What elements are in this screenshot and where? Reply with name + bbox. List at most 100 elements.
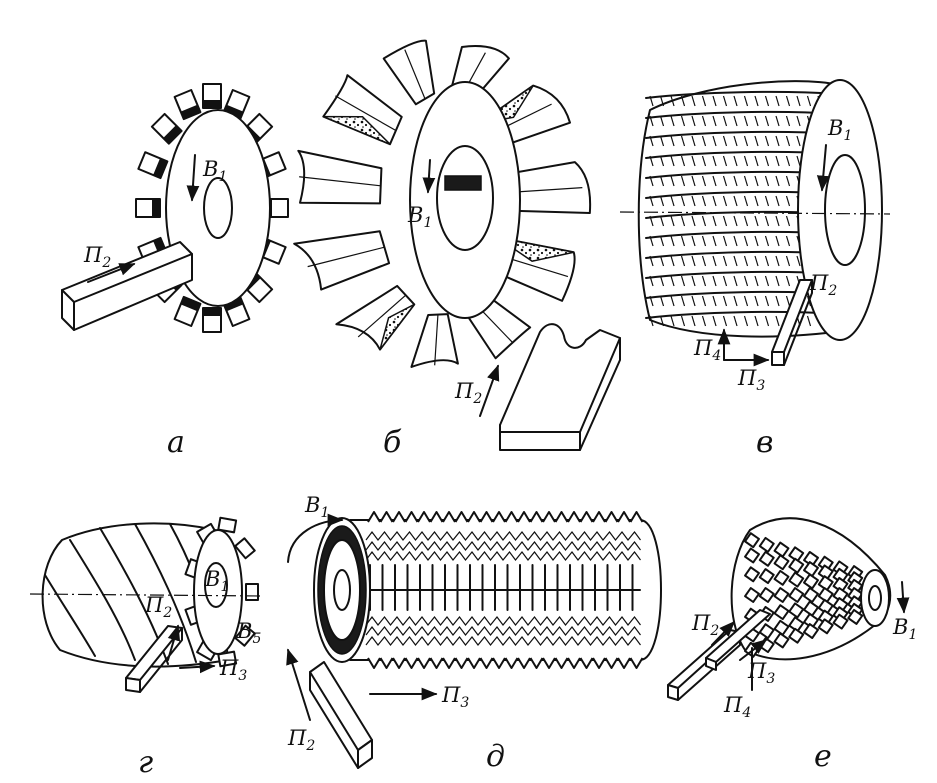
flute-tooth [649, 295, 654, 307]
flute-tooth [733, 155, 738, 167]
workpiece-bar [309, 661, 373, 769]
flute-tooth [712, 195, 717, 207]
cutter-tooth [803, 561, 819, 577]
tooth-edge [163, 125, 182, 144]
flute-tooth [743, 275, 749, 287]
hob-thread-bottom [617, 657, 631, 669]
flute-tooth [722, 275, 728, 287]
flute-tooth [670, 275, 675, 287]
flute-tooth [733, 215, 738, 227]
cutter-tooth [382, 39, 436, 106]
flute-tooth [659, 135, 665, 147]
flute-tooth [785, 275, 791, 287]
form-cutter-hub [409, 81, 521, 319]
flute-tooth [775, 115, 780, 127]
flute-tooth [722, 155, 728, 167]
flute-tooth [691, 315, 696, 327]
flute-tooth [764, 275, 770, 287]
flute-tooth [796, 135, 801, 147]
flute-tooth [680, 315, 686, 327]
flute-tooth [649, 195, 654, 207]
flute-tooth [670, 155, 675, 167]
hob-thread-bottom [429, 657, 444, 669]
tooth-edge [152, 199, 160, 217]
hob-thread-bottom [404, 657, 419, 669]
cutter-tooth [217, 650, 238, 668]
flute-tooth [670, 175, 675, 187]
tooth-edge [223, 104, 244, 120]
flute-tooth [670, 235, 675, 247]
feed-arrow-p3 [179, 660, 216, 674]
tooth-edge [153, 158, 168, 179]
caption-g: г [138, 745, 153, 780]
flute-tooth [712, 115, 717, 127]
cutter-tooth [788, 546, 805, 563]
label-feed-p2: П2 [287, 726, 315, 754]
hob-thread-top [504, 511, 519, 523]
tooth-edge [180, 104, 201, 120]
cutter-tooth [773, 619, 790, 636]
cutter-tooth [788, 557, 805, 574]
flute-tooth [712, 155, 717, 167]
flute-tooth [691, 275, 696, 287]
flute-tooth [649, 95, 654, 107]
flute-tooth [733, 295, 738, 307]
hob-thread-bottom [579, 657, 594, 669]
axis-line [29, 593, 263, 597]
label-feed-p3: П3 [441, 683, 469, 711]
cutter-tooth [788, 602, 805, 619]
flute-tooth [785, 115, 791, 127]
flute-tooth [764, 215, 770, 227]
cutter-tooth [788, 571, 805, 588]
flute-tooth [649, 175, 654, 187]
cutter-tooth [744, 587, 760, 603]
flute-tooth [701, 215, 707, 227]
rotation-arrow [186, 154, 200, 202]
flute-tooth [722, 115, 728, 127]
flute-tooth [712, 255, 717, 267]
cutter-tooth [217, 516, 238, 534]
cutter-tooth [335, 284, 416, 351]
flute-tooth [743, 95, 749, 107]
rotation-arrow [422, 159, 436, 194]
flute-tooth [722, 195, 728, 207]
cutter-tooth [788, 616, 805, 633]
flute-tooth [659, 115, 665, 127]
flute-tooth [659, 275, 665, 287]
label-rotation: В1 [892, 615, 917, 643]
flute-tooth [785, 195, 791, 207]
tooth-line [307, 246, 385, 268]
flute-tooth [785, 235, 791, 247]
tooth-line [404, 49, 426, 100]
hob-thread-top [479, 511, 494, 523]
cutter-tooth [234, 624, 256, 647]
cutter-tooth [817, 564, 834, 581]
flute-tooth [680, 95, 686, 107]
cutter-tooth [832, 613, 849, 630]
flute-tooth [712, 315, 717, 327]
flute-tooth [670, 315, 675, 327]
flute-tooth [691, 195, 696, 207]
hob-thread-bottom [542, 657, 556, 669]
hob-thread-bottom [417, 657, 431, 669]
flute-tooth [670, 215, 675, 227]
flute-tooth [743, 315, 749, 327]
flute-tooth [764, 155, 770, 167]
hob-thread-row [365, 531, 641, 541]
flute-tooth [764, 135, 770, 147]
caption-b: б [383, 425, 402, 460]
flute-tooth [680, 195, 686, 207]
flute-tooth [722, 235, 728, 247]
cutter-tooth [744, 547, 760, 564]
cutter-tooth [758, 536, 775, 553]
hob-thread-row [365, 551, 641, 561]
hob-thread-bottom [367, 657, 381, 669]
rotation-arrow [896, 581, 910, 614]
flute-tooth [722, 315, 728, 327]
flute-tooth [764, 295, 770, 307]
hob-thread-bottom [592, 657, 606, 669]
flute-tooth [701, 115, 707, 127]
hob-thread-bottom [629, 657, 644, 669]
flute-tooth [785, 175, 791, 187]
flute-tooth [764, 235, 770, 247]
